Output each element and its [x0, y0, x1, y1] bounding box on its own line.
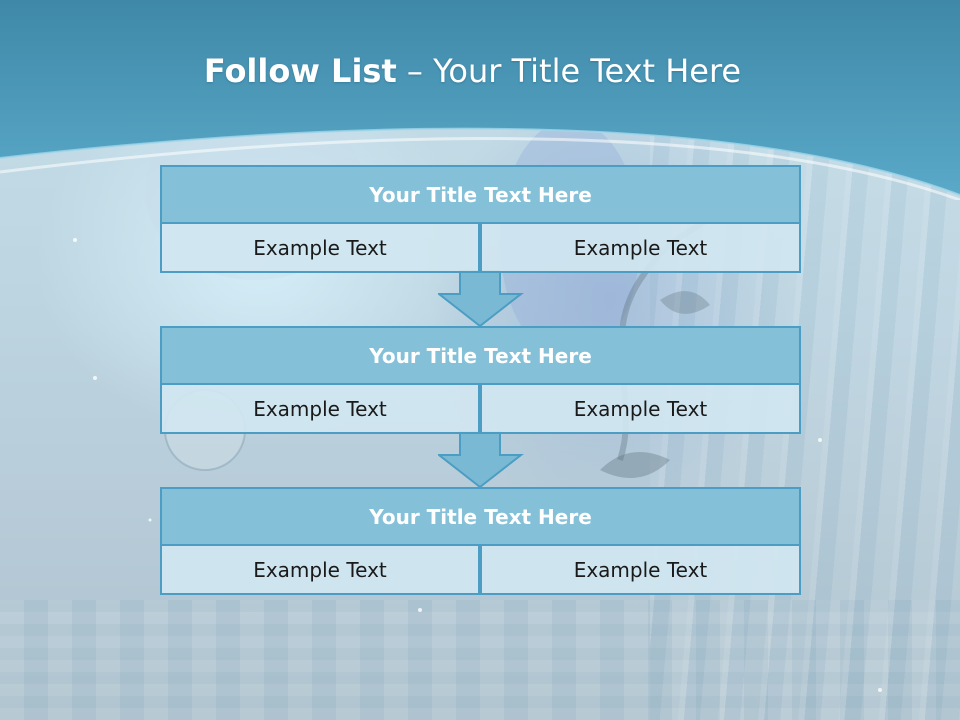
block-cell-left: Example Text: [160, 383, 480, 434]
block-cell-left: Example Text: [160, 222, 480, 273]
block-title: Your Title Text Here: [160, 487, 801, 546]
page-title-separator: –: [396, 52, 434, 90]
block-cell-right: Example Text: [480, 222, 801, 273]
block-cell-left: Example Text: [160, 544, 480, 595]
page-title: Follow List – Your Title Text Here: [0, 52, 945, 90]
block-cell-right: Example Text: [480, 544, 801, 595]
down-arrow-icon: [438, 270, 524, 328]
down-arrow-icon: [438, 431, 524, 489]
page-title-strong: Follow List: [203, 52, 397, 90]
header-band: [0, 0, 960, 200]
checkered-floor: [0, 600, 960, 720]
list-block-1: Your Title Text Here Example Text Exampl…: [160, 165, 801, 273]
block-title: Your Title Text Here: [160, 165, 801, 224]
list-block-2: Your Title Text Here Example Text Exampl…: [160, 326, 801, 434]
list-block-3: Your Title Text Here Example Text Exampl…: [160, 487, 801, 595]
block-cell-right: Example Text: [480, 383, 801, 434]
block-title: Your Title Text Here: [160, 326, 801, 385]
page-title-subtitle: Your Title Text Here: [433, 52, 742, 90]
